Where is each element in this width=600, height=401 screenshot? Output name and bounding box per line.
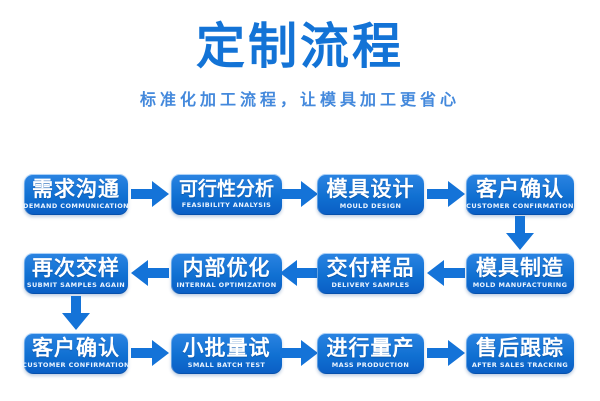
- step-subtitle: INTERNAL OPTIMIZATION: [176, 281, 277, 290]
- step-title: 售后跟踪: [476, 336, 564, 361]
- arrow-right-icon: [131, 181, 169, 207]
- step-subtitle: DELIVERY SAMPLES: [331, 281, 410, 290]
- flow-step-mold-manufacturing: 模具制造 MOLD MANUFACTURING: [466, 253, 574, 294]
- flow-step-customer-confirmation-2: 客户确认 CUSTOMER CONFIRMATION: [22, 333, 130, 374]
- step-title: 可行性分析: [178, 178, 274, 201]
- page-title: 定制流程: [195, 18, 404, 75]
- arrow-down-icon: [506, 216, 534, 250]
- step-subtitle: SUBMIT SAMPLES AGAIN: [26, 281, 126, 290]
- step-title: 进行量产: [326, 336, 415, 361]
- step-title: 需求沟通: [32, 177, 120, 202]
- arrow-left-icon: [131, 260, 169, 286]
- flow-step-feasibility-analysis: 可行性分析 FEASIBILITY ANALYSIS: [171, 174, 282, 215]
- step-title: 交付样品: [326, 256, 415, 281]
- page-subtitle: 标准化加工流程，让模具加工更省心: [139, 90, 460, 109]
- step-title: 再次交样: [32, 256, 120, 281]
- arrow-right-icon: [280, 340, 318, 366]
- step-subtitle: MOLD MANUFACTURING: [472, 281, 568, 290]
- step-subtitle: CUSTOMER CONFIRMATION: [466, 202, 574, 211]
- arrow-down-icon: [62, 296, 90, 330]
- arrow-right-icon: [427, 340, 465, 366]
- step-title: 模具设计: [326, 177, 415, 202]
- flow-step-internal-optimization: 内部优化 INTERNAL OPTIMIZATION: [171, 253, 282, 294]
- step-subtitle: MASS PRODUCTION: [331, 361, 410, 370]
- step-subtitle: MOULD DESIGN: [339, 202, 402, 211]
- flow-step-mould-design: 模具设计 MOULD DESIGN: [317, 174, 424, 215]
- step-title: 内部优化: [182, 256, 271, 281]
- step-title: 客户确认: [32, 336, 120, 361]
- flow-step-delivery-samples: 交付样品 DELIVERY SAMPLES: [317, 253, 424, 294]
- flow-step-after-sales-tracking: 售后跟踪 AFTER SALES TRACKING: [466, 333, 574, 374]
- step-title: 模具制造: [476, 256, 564, 281]
- step-subtitle: AFTER SALES TRACKING: [471, 361, 569, 370]
- step-title: 小批量试: [182, 336, 271, 361]
- step-title: 客户确认: [476, 177, 564, 202]
- step-subtitle: SMALL BATCH TEST: [187, 361, 266, 370]
- arrow-right-icon: [131, 340, 169, 366]
- step-subtitle: DEMAND COMMUNICATION: [23, 202, 129, 211]
- arrow-left-icon: [280, 260, 318, 286]
- flow-step-demand-communication: 需求沟通 DEMAND COMMUNICATION: [23, 174, 129, 215]
- flow-step-mass-production: 进行量产 MASS PRODUCTION: [317, 333, 424, 374]
- step-subtitle: FEASIBILITY ANALYSIS: [181, 201, 272, 210]
- flow-step-small-batch-test: 小批量试 SMALL BATCH TEST: [171, 333, 282, 374]
- step-subtitle: CUSTOMER CONFIRMATION: [22, 361, 130, 370]
- flow-step-customer-confirmation-1: 客户确认 CUSTOMER CONFIRMATION: [466, 174, 574, 215]
- flow-step-submit-samples-again: 再次交样 SUBMIT SAMPLES AGAIN: [24, 253, 128, 294]
- arrow-left-icon: [427, 260, 465, 286]
- arrow-right-icon: [427, 181, 465, 207]
- arrow-right-icon: [280, 181, 318, 207]
